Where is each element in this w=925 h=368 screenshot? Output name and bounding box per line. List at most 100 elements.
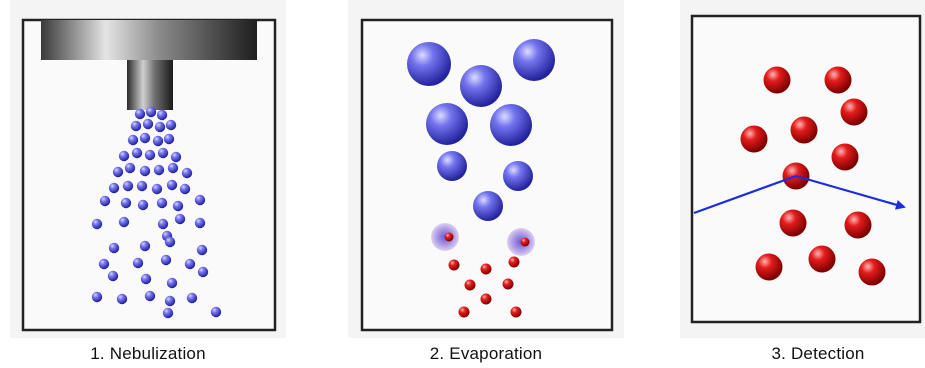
blue-droplet-icon — [136, 180, 148, 192]
red-particle-icon — [844, 211, 872, 239]
red-particle-icon — [808, 245, 836, 273]
blue-droplet-icon — [407, 42, 451, 86]
red-particle-icon — [510, 306, 522, 318]
red-particles — [740, 66, 886, 286]
blue-droplet-icon — [184, 258, 196, 270]
blue-droplet-icon — [490, 104, 532, 146]
blue-droplet-icon — [99, 195, 111, 207]
blue-droplet-icon — [144, 149, 156, 161]
blue-droplet-icon — [108, 182, 120, 194]
red-particle-icon — [755, 253, 783, 281]
blue-droplet-icon — [118, 150, 130, 162]
red-particle-icon — [444, 232, 454, 242]
blue-droplet-icon — [132, 257, 144, 269]
blue-droplet-icon — [166, 277, 178, 289]
blue-droplet-icon — [157, 218, 169, 230]
blue-droplet-icon — [98, 258, 110, 270]
evaporating-droplets — [407, 39, 555, 318]
blue-droplet-icon — [137, 199, 149, 211]
nebulizer-nozzle-icon — [41, 20, 257, 110]
blue-droplet-icon — [162, 307, 174, 319]
blue-droplet-spray — [91, 106, 222, 319]
blue-droplet-icon — [153, 164, 165, 176]
blue-droplet-icon — [145, 106, 157, 118]
red-particle-icon — [740, 125, 768, 153]
red-particle-icon — [480, 293, 492, 305]
blue-droplet-icon — [156, 109, 168, 121]
red-particle-icon — [458, 306, 470, 318]
red-particle-icon — [480, 263, 492, 275]
blue-droplet-icon — [107, 270, 119, 282]
blue-droplet-icon — [194, 217, 206, 229]
evaporation-diagram — [348, 0, 624, 338]
red-particle-icon — [520, 237, 530, 247]
blue-droplet-icon — [172, 200, 184, 212]
red-particle-icon — [508, 256, 520, 268]
blue-droplet-icon — [170, 151, 182, 163]
blue-droplet-icon — [91, 218, 103, 230]
blue-droplet-icon — [164, 295, 176, 307]
blue-droplet-icon — [197, 266, 209, 278]
blue-droplet-icon — [473, 191, 503, 221]
blue-droplet-icon — [130, 120, 142, 132]
evaporation-panel: 2. Evaporation — [348, 0, 624, 368]
blue-droplet-icon — [139, 240, 151, 252]
blue-droplet-icon — [118, 216, 130, 228]
red-particle-icon — [790, 116, 818, 144]
blue-droplet-icon — [179, 183, 191, 195]
blue-droplet-icon — [210, 306, 222, 318]
blue-droplet-icon — [167, 162, 179, 174]
red-particle-icon — [779, 209, 807, 237]
blue-droplet-icon — [181, 167, 193, 179]
red-particle-icon — [448, 259, 460, 271]
blue-droplet-icon — [152, 135, 164, 147]
blue-droplet-icon — [116, 293, 128, 305]
caption-nebulization: 1. Nebulization — [90, 344, 206, 363]
blue-droplet-icon — [194, 194, 206, 206]
blue-droplet-icon — [163, 133, 175, 145]
blue-droplet-icon — [142, 118, 154, 130]
caption-detection: 3. Detection — [771, 344, 865, 363]
blue-droplet-icon — [140, 273, 152, 285]
blue-droplet-icon — [165, 119, 177, 131]
blue-droplet-icon — [157, 147, 169, 159]
blue-droplet-icon — [112, 166, 124, 178]
red-particle-icon — [858, 258, 886, 286]
red-particle-icon — [824, 66, 852, 94]
blue-droplet-icon — [124, 162, 136, 174]
blue-droplet-icon — [160, 254, 172, 266]
blue-droplet-icon — [503, 161, 533, 191]
detection-diagram — [680, 0, 925, 338]
blue-droplet-icon — [156, 197, 168, 209]
red-particle-icon — [464, 279, 476, 291]
light-beam-arrow-icon — [693, 174, 906, 215]
blue-droplet-icon — [426, 103, 468, 145]
blue-droplet-icon — [144, 290, 156, 302]
blue-droplet-icon — [437, 151, 467, 181]
blue-droplet-icon — [196, 244, 208, 256]
caption-evaporation: 2. Evaporation — [429, 344, 543, 363]
nebulization-diagram — [10, 0, 286, 338]
blue-droplet-icon — [139, 132, 151, 144]
blue-droplet-icon — [120, 197, 132, 209]
blue-droplet-icon — [164, 236, 176, 248]
nebulization-panel: 1. Nebulization — [10, 0, 286, 368]
red-particle-icon — [840, 98, 868, 126]
red-particle-icon — [763, 66, 791, 94]
blue-droplet-icon — [131, 147, 143, 159]
blue-droplet-icon — [513, 39, 555, 81]
blue-droplet-icon — [460, 65, 502, 107]
blue-droplet-icon — [154, 121, 166, 133]
blue-droplet-icon — [108, 242, 120, 254]
blue-droplet-icon — [122, 180, 134, 192]
blue-droplet-icon — [139, 165, 151, 177]
blue-droplet-icon — [186, 292, 198, 304]
blue-droplet-icon — [174, 213, 186, 225]
blue-droplet-icon — [166, 179, 178, 191]
red-particle-icon — [502, 278, 514, 290]
detection-panel: 3. Detection — [680, 0, 925, 368]
blue-droplet-icon — [134, 108, 146, 120]
blue-droplet-icon — [91, 291, 103, 303]
blue-droplet-icon — [151, 183, 163, 195]
blue-droplet-icon — [127, 134, 139, 146]
